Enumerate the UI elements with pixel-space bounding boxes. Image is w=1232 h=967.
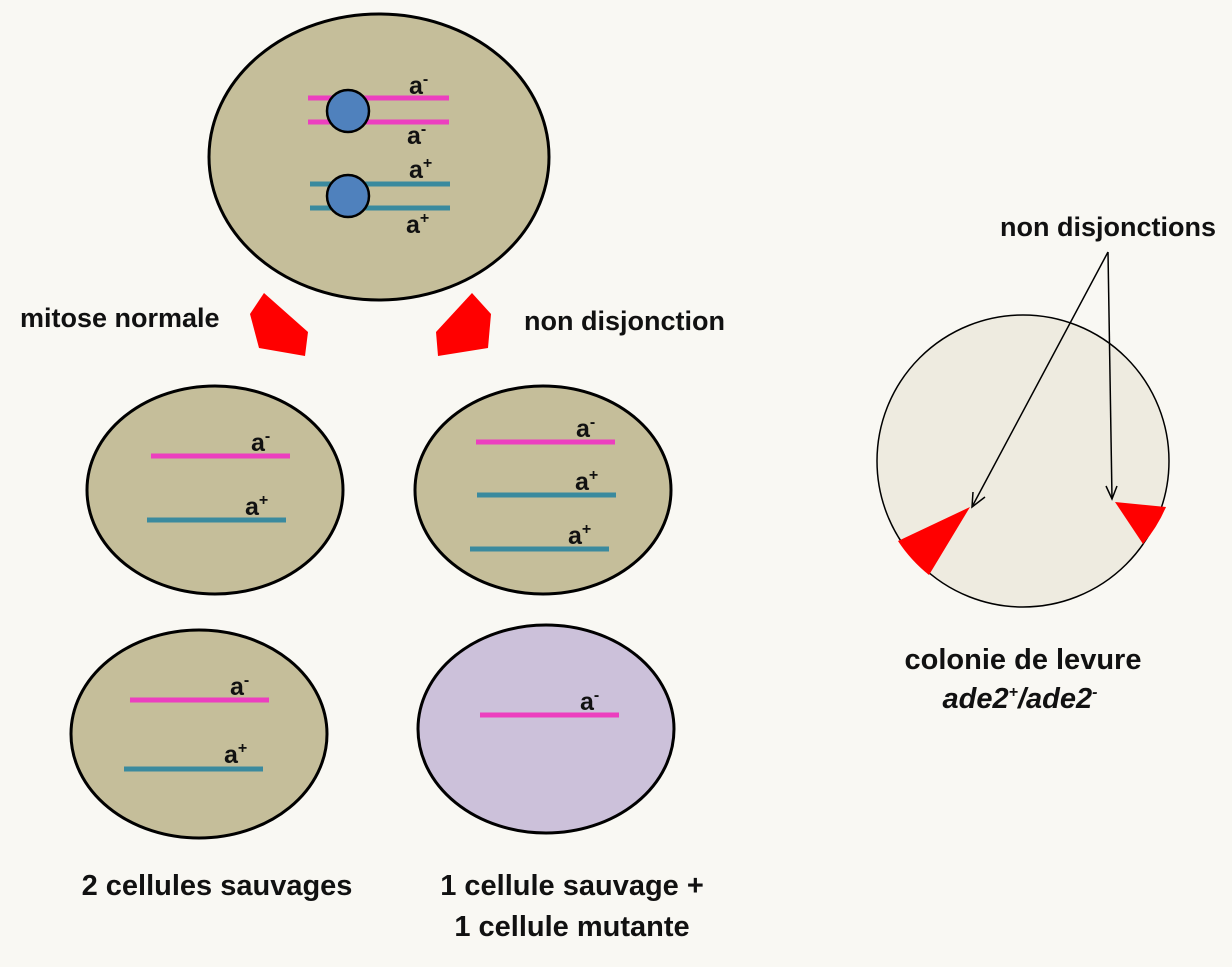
cell-body <box>413 384 673 596</box>
allele-label-a-plus: a+ <box>245 492 268 521</box>
yeast-colony <box>876 314 1170 608</box>
cell-body <box>416 623 676 835</box>
label-non-disjonction: non disjonction <box>524 306 725 336</box>
arrowhead-right <box>1105 485 1118 501</box>
allele-label-a-minus: a- <box>409 71 428 100</box>
label-non-disjonctions: non disjonctions <box>1000 212 1216 242</box>
mother-cell: a- a- a+ a+ <box>207 12 551 302</box>
daughter-cell-trisomic: a- a+ a+ <box>413 384 673 596</box>
red-sector-right <box>1115 502 1166 544</box>
arrowhead-left <box>971 491 986 509</box>
pointer-line-right <box>1107 251 1113 499</box>
cell-body <box>85 384 345 596</box>
colony-label: colonie de levure <box>905 644 1142 676</box>
allele-label-a-plus: a+ <box>575 467 598 496</box>
red-sector-left <box>898 507 970 575</box>
caption-non-disjonction-line2: 1 cellule mutante <box>454 911 689 943</box>
allele-label-a-plus: a+ <box>409 155 432 184</box>
caption-wild-cells: 2 cellules sauvages <box>82 870 353 902</box>
arrow-non-disjonction <box>436 293 491 356</box>
cell-body <box>69 628 329 840</box>
centromere <box>325 88 371 134</box>
allele-label-a-plus: a+ <box>224 740 247 769</box>
daughter-cell-normal-2: a- a+ <box>69 628 329 840</box>
mother-cell-body <box>207 12 551 302</box>
caption-non-disjonction-line1: 1 cellule sauvage + <box>440 870 704 902</box>
allele-label-a-minus: a- <box>576 414 595 443</box>
arrow-mitose-normale <box>250 293 308 356</box>
allele-label-a-plus: a+ <box>568 521 591 550</box>
allele-label-a-minus: a- <box>251 428 270 457</box>
allele-label-a-plus: a+ <box>406 210 429 239</box>
allele-label-a-minus: a- <box>407 121 426 150</box>
allele-label-a-minus: a- <box>580 687 599 716</box>
daughter-cell-normal-1: a- a+ <box>85 384 345 596</box>
centromere <box>325 173 371 219</box>
pointer-line-left <box>972 251 1109 506</box>
pointer-arrows <box>971 251 1118 509</box>
label-mitose-normale: mitose normale <box>20 303 220 333</box>
colony-genotype: ade2+/ade2- <box>943 683 1098 715</box>
daughter-cell-mutant: a- <box>416 623 676 835</box>
allele-label-a-minus: a- <box>230 672 249 701</box>
